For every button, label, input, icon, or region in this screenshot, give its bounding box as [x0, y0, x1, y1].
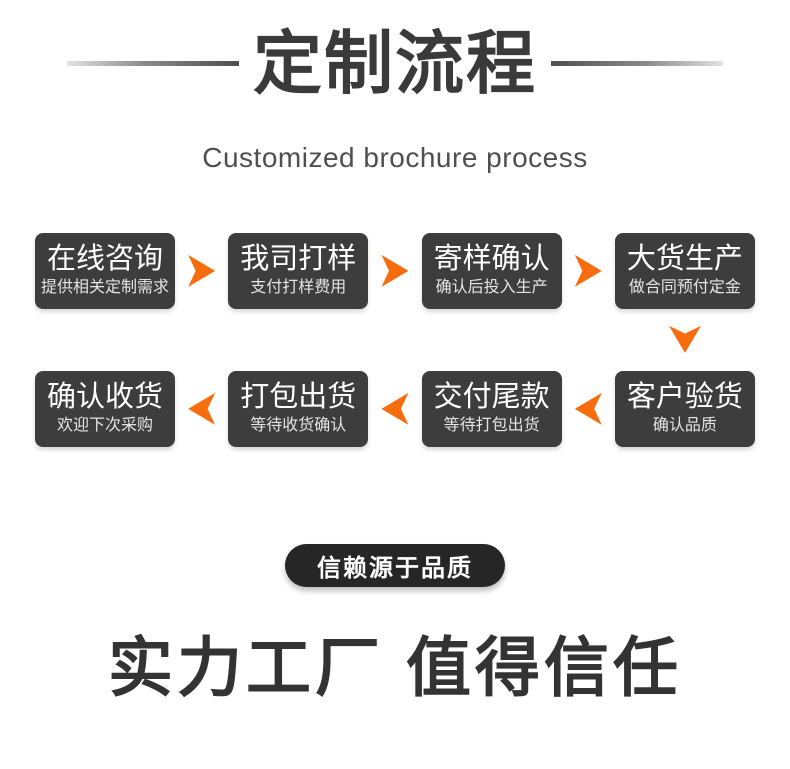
page-title: 定制流程 [253, 25, 537, 102]
arrow-right-icon [188, 254, 216, 287]
step-desc: 支付打样费用 [250, 279, 347, 297]
step-desc: 提供相关定制需求 [40, 279, 169, 297]
step-desc: 做合同预付定金 [628, 279, 741, 297]
step-title: 大货生产 [626, 243, 743, 276]
step-title: 在线咨询 [46, 243, 163, 276]
section-subtitle: Customized brochure process [202, 141, 588, 173]
flow-row-bottom: 确认收货 欢迎下次采购 打包出货 等待收货确认 交付尾款 等待打包出货 客户验货… [35, 370, 755, 447]
step-desc: 确认后投入生产 [435, 279, 548, 297]
flow-row-connector [35, 309, 755, 371]
step-title: 我司打样 [240, 243, 357, 276]
step-title: 客户验货 [626, 381, 743, 414]
step-desc: 等待打包出货 [443, 417, 540, 435]
step-title: 确认收货 [46, 381, 163, 414]
step-final-payment: 交付尾款 等待打包出货 [421, 370, 562, 447]
step-desc: 等待收货确认 [250, 417, 347, 435]
step-title: 寄样确认 [433, 243, 550, 276]
custom-process-section: 定制流程 Customized brochure process 在线咨询 提供… [0, 26, 790, 769]
step-mass-production: 大货生产 做合同预付定金 [614, 232, 755, 309]
step-desc: 欢迎下次采购 [56, 417, 153, 435]
quality-badge: 信赖源于品质 [285, 543, 505, 587]
step-title: 打包出货 [240, 381, 357, 414]
arrow-right-icon [574, 254, 602, 287]
arrow-right-icon [381, 254, 409, 287]
step-sample-making: 我司打样 支付打样费用 [228, 232, 369, 309]
step-pack-ship: 打包出货 等待收货确认 [228, 370, 369, 447]
step-desc: 确认品质 [652, 417, 717, 435]
section-header: 定制流程 [0, 26, 790, 102]
step-confirm-receipt: 确认收货 欢迎下次采购 [35, 370, 175, 447]
arrow-down-icon [669, 325, 701, 353]
arrow-left-icon [188, 392, 216, 425]
flow-row-top: 在线咨询 提供相关定制需求 我司打样 支付打样费用 寄样确认 确认后投入生产 大… [35, 232, 755, 309]
step-online-consult: 在线咨询 提供相关定制需求 [35, 232, 175, 309]
step-sample-confirm: 寄样确认 确认后投入生产 [421, 232, 562, 309]
process-flow-diagram: 在线咨询 提供相关定制需求 我司打样 支付打样费用 寄样确认 确认后投入生产 大… [0, 232, 790, 447]
quality-badge-label: 信赖源于品质 [317, 554, 473, 582]
slogan-text: 实力工厂 值得信任 [107, 630, 683, 704]
title-divider-right [551, 61, 723, 67]
step-title: 交付尾款 [433, 381, 550, 414]
step-customer-inspection: 客户验货 确认品质 [614, 370, 755, 447]
arrow-left-icon [381, 392, 409, 425]
title-divider-left [67, 61, 239, 67]
arrow-left-icon [574, 392, 602, 425]
